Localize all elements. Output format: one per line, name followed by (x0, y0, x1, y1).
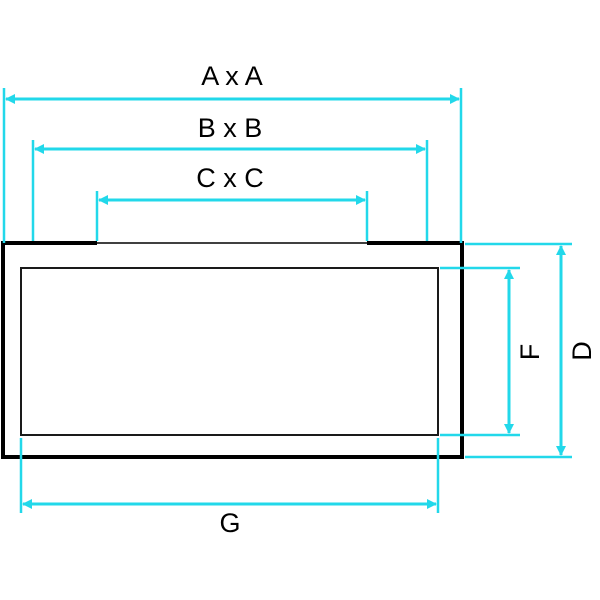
label-c: C x C (196, 163, 264, 193)
dimension-c (95, 191, 369, 241)
inner-opening (20, 267, 439, 436)
label-b: B x B (198, 113, 263, 143)
dimension-a (2, 88, 463, 243)
dimension-b (31, 140, 429, 241)
label-g: G (219, 508, 240, 538)
label-a: A x A (201, 61, 263, 91)
dimension-f (440, 266, 520, 437)
dimension-g (19, 438, 440, 513)
outer-frame (1, 241, 464, 459)
label-d: D (567, 341, 597, 361)
label-f: F (515, 344, 545, 361)
dimension-d (465, 242, 572, 459)
